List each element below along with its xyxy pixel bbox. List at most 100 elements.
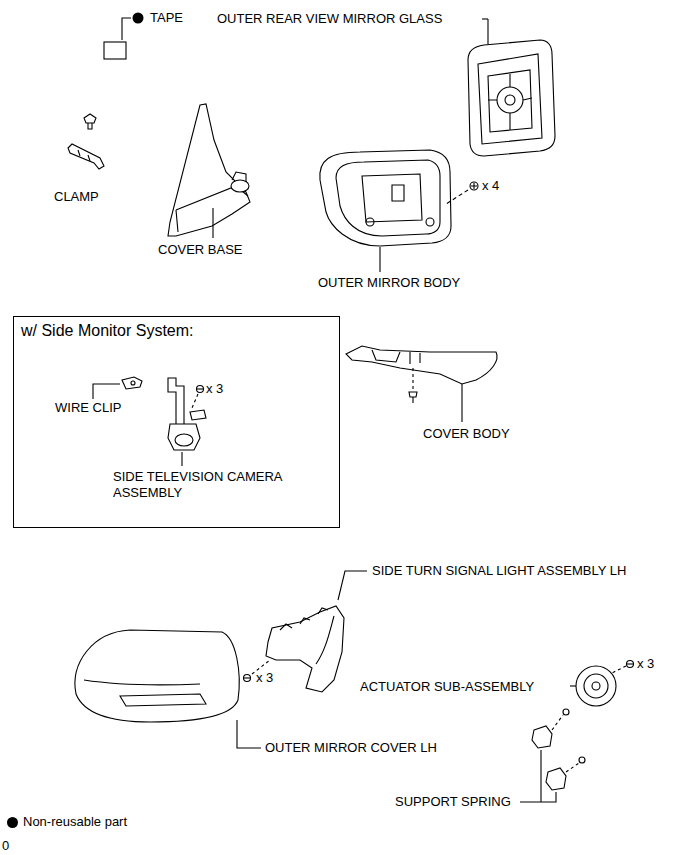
screw-line — [471, 183, 477, 189]
support-spring-line — [563, 709, 569, 715]
part-name: COVER BODY — [423, 426, 510, 442]
box-heading: w/ Side Monitor System: — [14, 317, 339, 345]
quantity: x 3 — [637, 656, 654, 672]
part-name: SIDE TURN SIGNAL LIGHT ASSEMBLY LH — [372, 563, 626, 579]
quantity: x 3 — [206, 381, 223, 397]
camera — [168, 378, 206, 466]
part-name: WIRE CLIP — [55, 400, 121, 416]
support-spring-line — [532, 726, 552, 748]
quantity: x 3 — [256, 670, 273, 686]
clamp-line — [84, 114, 96, 129]
cover-base-line — [176, 186, 248, 232]
mirror-glass-line — [487, 19, 488, 44]
screw — [409, 392, 417, 403]
mirror-body-line — [392, 185, 404, 201]
cover-body — [346, 346, 497, 422]
screw — [627, 661, 634, 668]
turn-signal-light — [244, 571, 368, 692]
screw — [197, 386, 204, 393]
actuator-line — [570, 685, 576, 686]
mirror-glass-line — [488, 74, 532, 130]
clamp-line — [78, 150, 90, 161]
camera-line — [190, 410, 206, 420]
mirror-glass-line — [488, 70, 532, 132]
actuator-line — [576, 666, 616, 706]
mirror-cover-line — [84, 680, 200, 685]
cover-base-line — [168, 104, 250, 236]
part-name: ACTUATOR SUB-ASSEMBLY — [360, 679, 534, 695]
mirror-body-line — [336, 160, 440, 236]
clamp — [68, 114, 104, 169]
mirror-body-line — [426, 218, 434, 226]
camera-line — [168, 424, 200, 450]
screw-line — [244, 677, 250, 678]
turn-signal-light-line — [280, 608, 328, 630]
mirror-body-line — [379, 247, 380, 272]
actuator-line — [584, 674, 608, 698]
part-name: OUTER MIRROR COVER LH — [265, 740, 437, 756]
cover-body-line — [372, 350, 420, 364]
cover-body-line — [412, 368, 413, 390]
camera-line — [175, 434, 193, 446]
camera-line — [168, 378, 184, 426]
camera-line — [192, 394, 198, 408]
mirror-body-line — [366, 218, 374, 226]
mirror-body-line — [362, 174, 422, 222]
screw-line — [627, 663, 633, 664]
mirror-glass — [468, 19, 555, 156]
part-name: SUPPORT SPRING — [395, 794, 511, 810]
turn-signal-light-line — [266, 606, 344, 692]
mirror-glass-line — [468, 40, 555, 156]
mirror-glass-line — [482, 18, 488, 19]
mirror-cover-line — [75, 630, 239, 722]
tape-line — [104, 42, 126, 59]
screw — [244, 675, 251, 682]
mirror-body-line — [446, 190, 468, 204]
mirror-body-line — [320, 150, 451, 246]
clamp-line — [68, 144, 104, 169]
wire-clip-line — [131, 381, 135, 385]
legend-entry: Non-reusable part — [7, 814, 127, 830]
mirror-body — [320, 150, 478, 272]
support-spring-line — [566, 763, 579, 772]
mirror-cover-line — [120, 694, 206, 706]
part-name: CLAMP — [54, 189, 99, 205]
legend-dot — [7, 817, 18, 828]
figure-number: 0 — [2, 838, 9, 854]
support-spring-line — [520, 792, 556, 802]
support-spring — [520, 709, 585, 802]
part-name: OUTER REAR VIEW MIRROR GLASS — [217, 11, 442, 27]
turn-signal-light-line — [316, 616, 334, 664]
wire-clip-line — [122, 377, 142, 389]
wire-clip — [93, 377, 142, 399]
cover-base-line — [232, 172, 246, 182]
camera-line — [181, 452, 182, 466]
cover-body-line — [346, 346, 497, 384]
support-spring-line — [552, 715, 563, 730]
quantity: x 4 — [482, 178, 499, 194]
wire-clip-line — [93, 384, 120, 399]
support-spring-line — [546, 768, 566, 790]
tape — [104, 13, 144, 60]
mirror-glass-line — [497, 87, 523, 113]
support-spring-line — [579, 757, 585, 763]
cover-base-line — [212, 208, 213, 238]
screw-line — [197, 386, 204, 393]
part-name: COVER BASE — [158, 242, 243, 258]
turn-signal-light-line — [338, 571, 367, 600]
mirror-cover — [75, 630, 261, 748]
tape-line — [133, 13, 144, 24]
screw-line — [244, 675, 251, 682]
mirror-glass-line — [478, 54, 542, 144]
actuator-line — [610, 666, 626, 674]
screw-line — [627, 661, 634, 668]
screw-line — [470, 182, 478, 190]
cover-body-line — [461, 384, 462, 422]
cover-base — [168, 104, 250, 238]
part-name: SIDE TELEVISION CAMERA ASSEMBLY — [113, 469, 313, 501]
support-spring-line — [540, 750, 541, 802]
screw — [470, 182, 478, 190]
tape-line — [122, 18, 131, 40]
mirror-glass-line — [505, 95, 515, 105]
